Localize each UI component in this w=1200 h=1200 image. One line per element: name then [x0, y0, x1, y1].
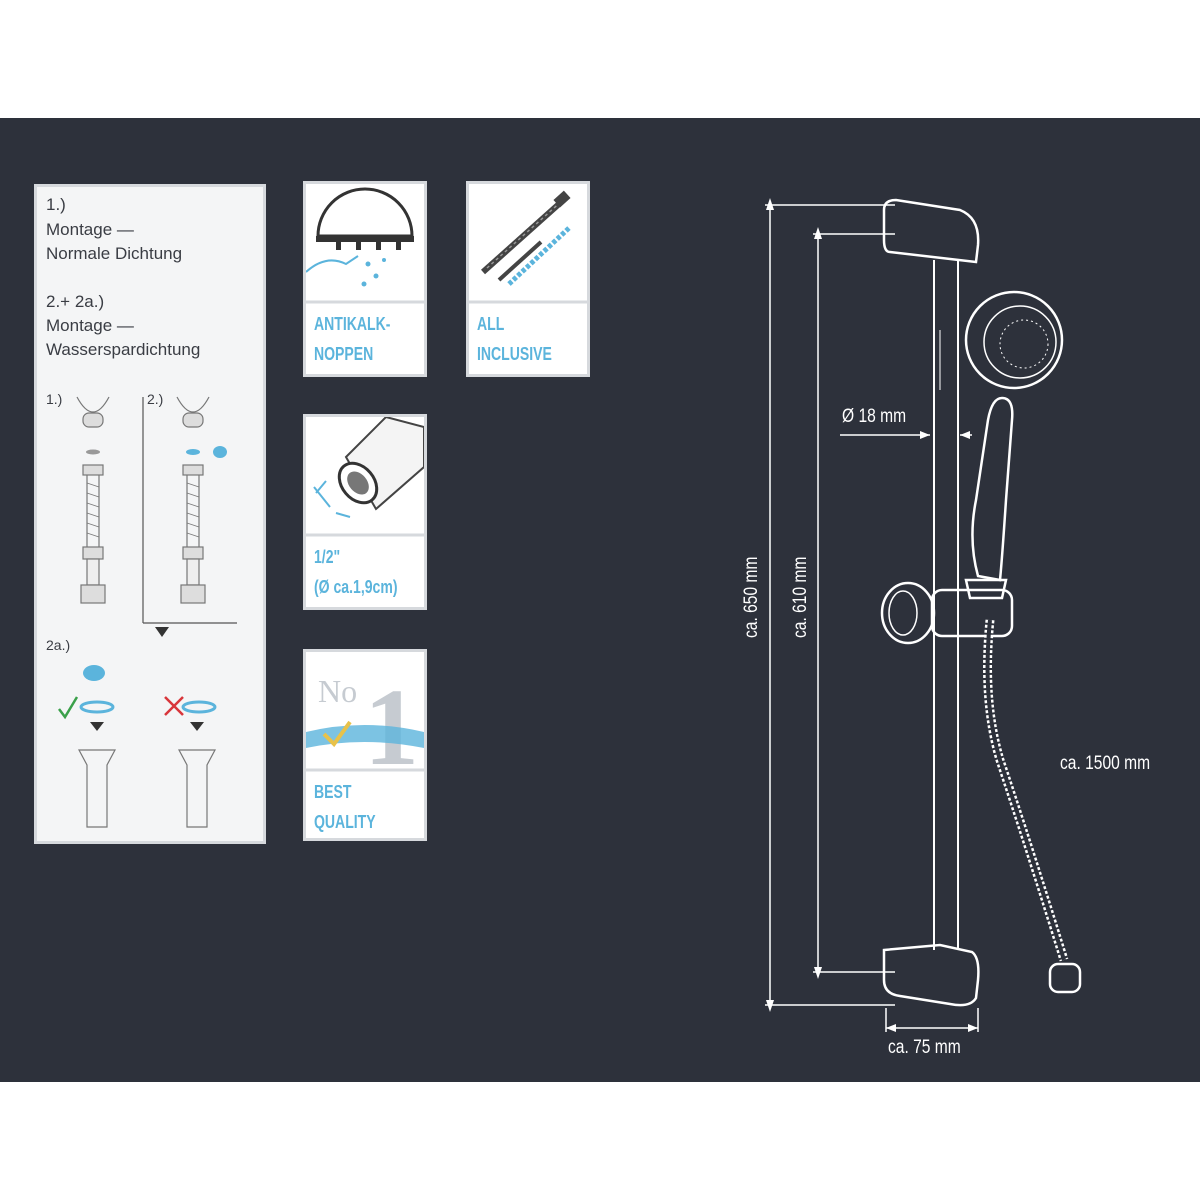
- hand-shower: [964, 290, 1064, 582]
- sliding-holder: [880, 578, 1014, 645]
- feature-best-quality-line2: QUALITY: [314, 812, 376, 832]
- step1-line1: Montage —: [46, 220, 134, 239]
- installation-instructions-card: 1.) Montage — Normale Dichtung 2.+ 2a.) …: [34, 184, 266, 844]
- feature-card-all-inclusive: ALL INCLUSIVE: [466, 181, 590, 377]
- screws-dowels-icon: [469, 190, 587, 304]
- shower-hose: [983, 619, 1069, 962]
- feature-card-thread: 1/2" (Ø ca.1,9cm): [303, 414, 427, 610]
- hose-assembly-diagram: [58, 396, 237, 828]
- step2-line2: Wasserspardichtung: [46, 340, 201, 359]
- feature-thread-line2: (Ø ca.1,9cm): [314, 577, 398, 597]
- step1-line2: Normale Dichtung: [46, 244, 183, 263]
- no1-badge-icon: No 1: [306, 666, 424, 772]
- feature-all-inclusive-line1: ALL: [477, 314, 505, 334]
- diagram-label-2: 2.): [147, 391, 164, 407]
- feature-all-inclusive-line2: INCLUSIVE: [477, 344, 552, 364]
- thread-connector-icon: [306, 417, 424, 537]
- bottom-wall-bracket: [882, 943, 980, 1007]
- feature-thread-line1: 1/2": [314, 547, 341, 567]
- step2-number: 2.+ 2a.): [46, 292, 105, 311]
- diagram-label-1: 1.): [46, 391, 63, 407]
- badge-one-text: 1: [364, 666, 419, 772]
- step2-line1: Montage —: [46, 316, 134, 335]
- diagram-label-2a: 2a.): [46, 637, 71, 653]
- hose-nut: [1048, 962, 1082, 994]
- hose-step1-icon: [76, 396, 110, 604]
- badge-no-text: No: [318, 673, 357, 709]
- feature-antikalk-line1: ANTIKALK-: [314, 314, 391, 334]
- hose-length-label: ca. 1500 mm: [1060, 753, 1151, 774]
- feature-best-quality-line1: BEST: [314, 782, 352, 802]
- correct-seal-icon: [58, 665, 116, 828]
- step1-number: 1.): [46, 195, 66, 214]
- rod-diameter-label: Ø 18 mm: [842, 406, 907, 427]
- feature-card-best-quality: No 1 BEST QUALITY: [303, 649, 427, 841]
- dimension-lines: [765, 204, 979, 1032]
- shower-head-icon: [306, 187, 424, 304]
- wrong-seal-icon: [164, 696, 217, 828]
- top-wall-bracket: [882, 198, 980, 264]
- shower-rod: [933, 260, 959, 950]
- hose-step2-icon: [176, 396, 227, 604]
- depth-label: ca. 75 mm: [888, 1037, 961, 1058]
- feature-antikalk-line2: NOPPEN: [314, 344, 374, 364]
- total-height-label: ca. 650 mm: [741, 556, 762, 638]
- inner-height-label: ca. 610 mm: [790, 556, 811, 638]
- feature-card-antikalk: ANTIKALK- NOPPEN: [303, 181, 427, 377]
